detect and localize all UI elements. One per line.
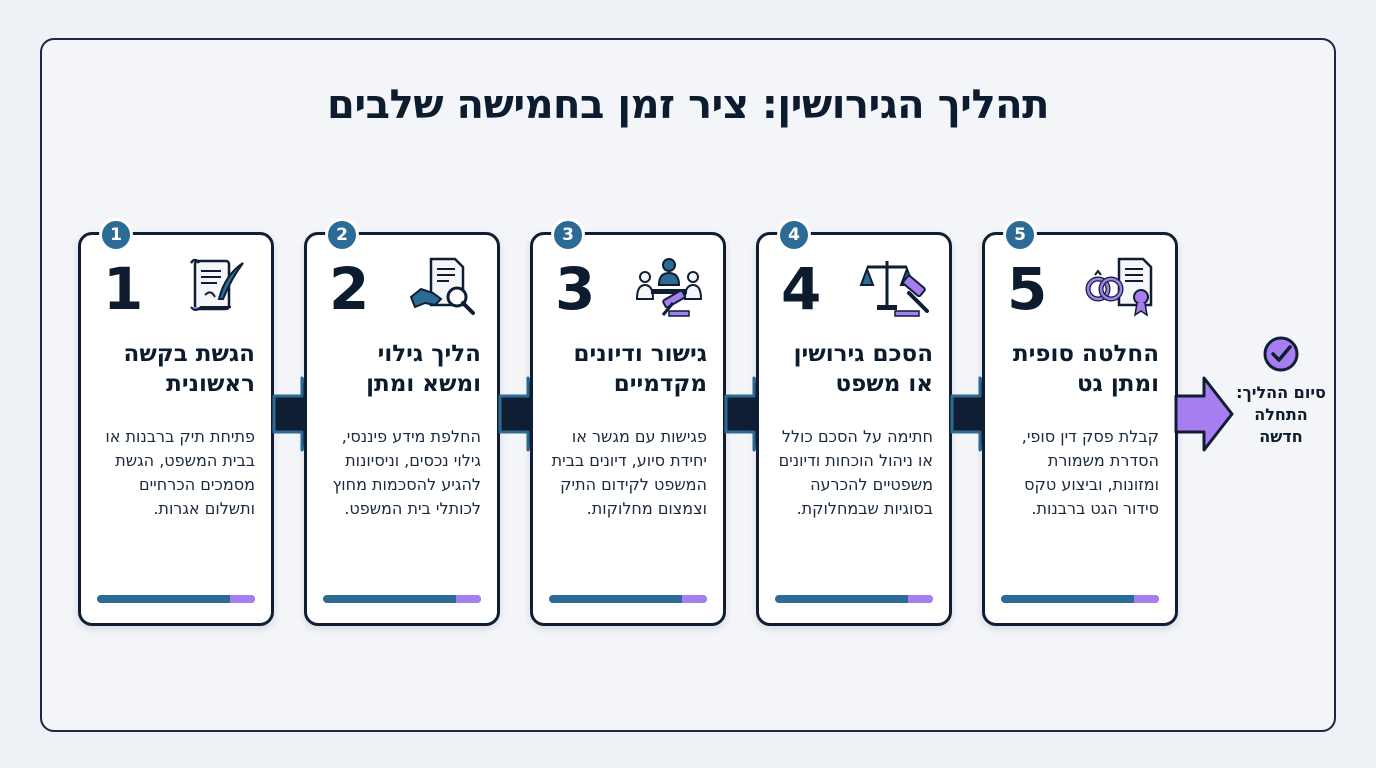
step-card-3: 3 3 גישור ודיונים מקדמיים פגישות עם מגשר…	[530, 218, 726, 626]
step-description: חתימה על הסכם כולל או ניהול הוכחות ודיונ…	[778, 427, 933, 518]
step-badge: 3	[551, 218, 585, 252]
step-progress-bar	[323, 595, 481, 603]
step-progress-bar	[549, 595, 707, 603]
scales-gavel-icon	[859, 261, 929, 317]
check-circle-icon	[1263, 336, 1299, 372]
step-number: 3	[555, 255, 596, 323]
step-card-5: 5 5 החלטה סופית ומתן גט קבלת פסק דין סופ…	[982, 218, 1178, 626]
step-description: פתיחת תיק ברבנות או בבית המשפט, הגשת מסמ…	[105, 427, 255, 518]
step-badge: 1	[99, 218, 133, 252]
step-title: הליך גילוי ומשא ומתן	[366, 341, 481, 397]
step-badge: 2	[325, 218, 359, 252]
step-title: החלטה סופית ומתן גט	[1012, 341, 1159, 397]
step-number: 4	[781, 255, 822, 323]
step-description: קבלת פסק דין סופי, הסדרת משמורת ומזונות,…	[1021, 427, 1159, 518]
step-card-2: 2 2 הליך גילוי ומשא ומתן החלפת מידע פיננ…	[304, 218, 500, 626]
arrow-right-icon	[1174, 376, 1234, 452]
step-title: הגשת בקשה ראשונית	[123, 341, 255, 397]
mediation-meeting-icon	[635, 258, 703, 317]
step-title: גישור ודיונים מקדמיים	[573, 341, 707, 397]
step-progress-bar	[775, 595, 933, 603]
step-progress-bar	[1001, 595, 1159, 603]
end-label: סיום ההליך: התחלה חדשה	[1236, 383, 1326, 446]
step-badge: 5	[1003, 218, 1037, 252]
step-number: 2	[329, 255, 370, 323]
step-progress-bar	[97, 595, 255, 603]
step-number: 5	[1007, 255, 1048, 323]
step-description: החלפת מידע פיננסי, גילוי נכסים, וניסיונו…	[332, 427, 481, 518]
step-card-1: 1 1 הגשת בקשה ראשונית פתיחת תיק ברבנות א…	[78, 218, 274, 626]
step-number: 1	[103, 255, 144, 323]
step-description: פגישות עם מגשר או יחידת סיוע, דיונים בבי…	[551, 427, 707, 518]
handshake-document-icon	[409, 257, 475, 315]
rings-certificate-icon	[1085, 257, 1153, 317]
scroll-quill-icon	[189, 258, 244, 311]
step-card-4: 4 4 הסכם גירושין או משפט חתימה על הסכם כ…	[756, 218, 952, 626]
step-title: הסכם גירושין או משפט	[793, 341, 933, 397]
process-end: סיום ההליך: התחלה חדשה	[1236, 334, 1326, 448]
page-title: תהליך הגירושין: ציר זמן בחמישה שלבים	[327, 82, 1049, 128]
step-badge: 4	[777, 218, 811, 252]
